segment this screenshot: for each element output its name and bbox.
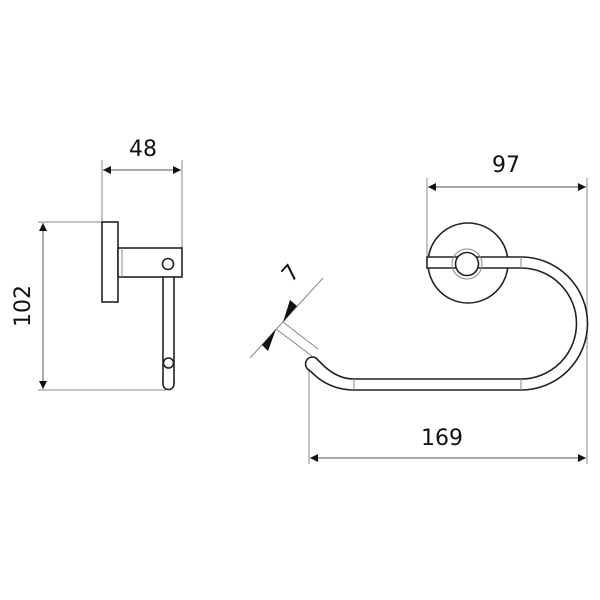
rod-cap <box>162 357 175 369</box>
width-label: 169 <box>421 426 463 451</box>
arrow-head <box>283 300 297 322</box>
towel-ring <box>304 256 589 391</box>
screw-ring <box>451 248 483 280</box>
side-view: 48 102 <box>11 137 183 391</box>
height-label: 102 <box>11 285 36 327</box>
rod-end <box>162 380 175 391</box>
wall-plate <box>101 221 119 303</box>
extension-line <box>275 328 313 357</box>
screw-hole <box>161 257 175 271</box>
diameter-label: 7 <box>277 260 305 287</box>
screw-cover <box>454 251 480 277</box>
extension-line <box>282 321 319 350</box>
front-view: 97 169 7 <box>249 153 589 464</box>
arrow-head <box>262 329 276 351</box>
depth-label: 48 <box>129 137 157 162</box>
offset-label: 97 <box>492 153 520 178</box>
